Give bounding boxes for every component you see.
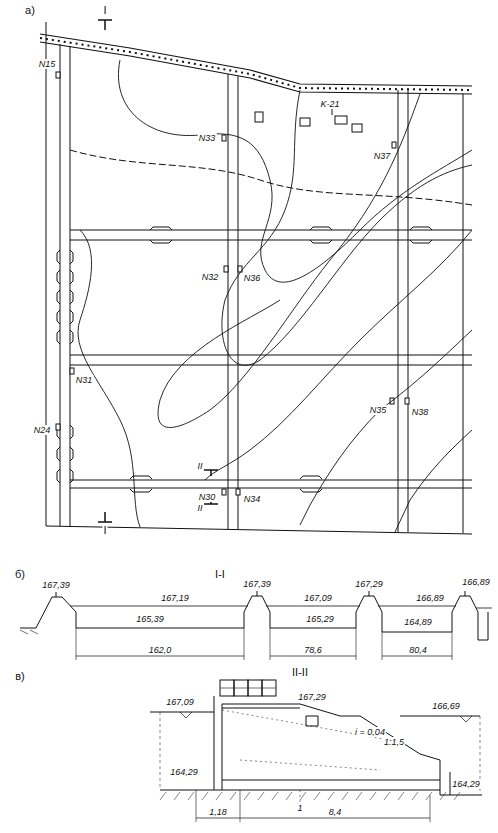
label: 1 <box>296 803 303 813</box>
gate-structure <box>57 250 73 264</box>
label: 78,6 <box>303 645 323 655</box>
ground-hatch <box>398 792 404 800</box>
ground-hatch <box>384 792 390 800</box>
ground-hatch <box>258 792 264 800</box>
ground-hatch <box>244 792 250 800</box>
ground-hatch <box>300 792 306 800</box>
gate-structure <box>57 447 73 461</box>
label: 166,89 <box>461 577 491 587</box>
label: 166,89 <box>415 593 445 603</box>
label: N33 <box>198 133 217 143</box>
label: 164,29 <box>451 779 481 789</box>
label: 8,4 <box>328 807 343 817</box>
label: II <box>196 503 203 513</box>
gate-structure <box>57 330 73 344</box>
label: i = 0,04 <box>354 727 386 737</box>
ground-hatch <box>188 792 194 800</box>
ground-hatch <box>328 792 334 800</box>
gate-structure <box>57 469 73 483</box>
ground-hatch <box>202 792 208 800</box>
label: I <box>102 525 107 535</box>
label: б) <box>14 569 26 579</box>
label: 167,29 <box>297 692 327 702</box>
label: 167,09 <box>303 593 333 603</box>
label: N24 <box>33 425 52 435</box>
label: N35 <box>369 405 388 415</box>
ground-hatch <box>174 792 180 800</box>
label: N30 <box>198 492 217 502</box>
label: N38 <box>411 407 430 417</box>
ground-hatch <box>286 792 292 800</box>
label: 166,69 <box>431 701 461 711</box>
ground-hatch <box>356 792 362 800</box>
ground-hatch <box>342 792 348 800</box>
label: I-I <box>214 569 226 579</box>
label: 164,29 <box>169 767 199 777</box>
label: 167,39 <box>41 580 71 590</box>
gate-structure <box>410 227 432 243</box>
label: N31 <box>75 375 94 385</box>
label: N37 <box>373 151 392 161</box>
gate-structure <box>310 227 332 243</box>
label: а) <box>24 5 36 15</box>
label: 165,39 <box>135 614 165 624</box>
gate-structure <box>57 270 73 284</box>
label: II <box>196 461 203 471</box>
gate-structure <box>57 310 73 324</box>
label: N34 <box>243 494 262 504</box>
ground-hatch <box>426 792 432 800</box>
label: K-21 <box>319 99 340 109</box>
label: в) <box>14 671 26 681</box>
label: N15 <box>38 59 57 69</box>
label: 1:1,5 <box>383 737 405 747</box>
label: 167,19 <box>160 593 190 603</box>
label: 167,09 <box>165 697 195 707</box>
label: I <box>102 5 107 15</box>
ground-hatch <box>440 792 446 800</box>
label: II-II <box>291 667 309 677</box>
label: N36 <box>243 273 262 283</box>
ground-hatch <box>314 792 320 800</box>
ground-hatch <box>216 792 222 800</box>
ground-hatch <box>412 792 418 800</box>
label: 167,39 <box>242 579 272 589</box>
ground-hatch <box>370 792 376 800</box>
label: 165,29 <box>305 614 335 624</box>
label: 162,0 <box>148 645 173 655</box>
gate-structure <box>57 425 73 439</box>
ground-hatch <box>160 792 166 800</box>
label: 167,29 <box>354 579 384 589</box>
ground-hatch <box>230 792 236 800</box>
gate-structure <box>150 227 172 243</box>
label: 1,18 <box>208 807 228 817</box>
label: N32 <box>201 272 220 282</box>
label: 164,89 <box>403 617 433 627</box>
gate-structure <box>57 290 73 304</box>
label: 80,4 <box>408 645 428 655</box>
ground-hatch <box>272 792 278 800</box>
ground-hatch <box>454 792 460 800</box>
